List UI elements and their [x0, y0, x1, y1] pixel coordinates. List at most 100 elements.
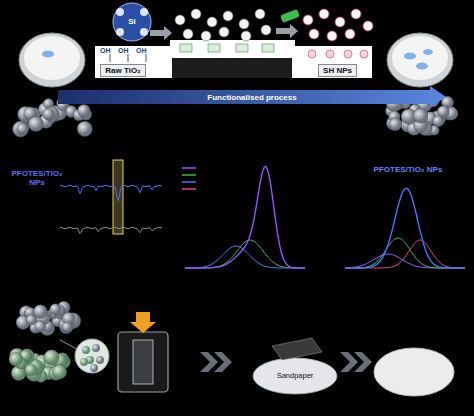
nanoparticle — [43, 108, 55, 120]
r-group — [207, 17, 217, 27]
node-text: SH NPs — [323, 66, 352, 75]
arrow-body — [58, 86, 446, 108]
xps-peak — [345, 240, 465, 268]
ftir-spectrum — [60, 227, 162, 233]
step-arrow — [150, 26, 172, 40]
press-body — [118, 332, 168, 392]
powder — [24, 36, 80, 80]
r-group — [140, 28, 148, 36]
process-arrow: Functionalised process — [58, 86, 446, 108]
blue-powder — [404, 52, 416, 59]
bond — [110, 54, 111, 62]
press-die — [133, 340, 153, 384]
r-group — [255, 9, 265, 19]
si-group — [308, 50, 316, 58]
si-group — [360, 50, 368, 58]
nanoparticle — [77, 121, 92, 136]
nanoparticle — [44, 350, 59, 365]
nanoparticle — [17, 123, 28, 134]
press-arrow — [130, 312, 156, 333]
sandpaper-sheet — [272, 338, 322, 360]
chevron — [200, 352, 218, 372]
nanoparticle — [433, 116, 444, 127]
silicon-label: Si — [128, 18, 136, 27]
r-group — [223, 11, 233, 21]
highlight-band — [113, 160, 123, 234]
node-text: Raw TiO₂ — [105, 66, 140, 75]
chevron — [214, 352, 232, 372]
sample-label: PFOTES/TiO₂ NPs — [8, 170, 66, 188]
legend-line — [182, 167, 196, 169]
chevron — [340, 352, 358, 372]
magnifier — [75, 339, 109, 373]
legend-line — [182, 174, 196, 176]
nanoparticle — [78, 104, 91, 117]
r-group — [363, 21, 373, 31]
r-group — [351, 9, 361, 19]
nanoparticle — [26, 315, 36, 325]
chevron — [354, 352, 372, 372]
si-group — [326, 50, 334, 58]
r-group — [345, 29, 355, 39]
nanoparticle — [9, 352, 23, 366]
nanoparticle — [80, 358, 88, 366]
r-group — [183, 29, 193, 39]
petri-dish — [387, 33, 453, 87]
nanoparticle — [62, 322, 72, 332]
nanoparticle — [82, 346, 90, 354]
petri-dish — [19, 33, 85, 87]
r-group — [219, 27, 229, 37]
step-arrow — [276, 24, 298, 38]
hydroxyl-label: OH — [118, 47, 129, 55]
bond — [146, 54, 147, 62]
r-group — [261, 25, 271, 35]
r-group — [116, 28, 124, 36]
r-group — [327, 31, 337, 41]
sandpaper-label: Sandpaper — [274, 369, 317, 382]
nanoparticle-cluster — [9, 348, 70, 382]
dish-rim — [19, 33, 85, 87]
r-group — [140, 8, 148, 16]
r-group — [309, 29, 319, 39]
or-link — [208, 44, 220, 52]
nanoparticle — [35, 321, 46, 332]
ftir-spectrum — [60, 185, 162, 200]
nanoparticle — [50, 304, 61, 315]
r-group — [241, 31, 251, 41]
sample-label: PFOTES/TiO₂ NPs — [373, 166, 443, 175]
r-group — [319, 9, 329, 19]
final-disc — [374, 348, 454, 396]
r-group — [201, 31, 211, 41]
nanoparticle — [389, 118, 402, 131]
nanoparticle — [28, 116, 43, 131]
xps-peak — [345, 238, 465, 268]
or-link — [236, 44, 248, 52]
legend-line — [182, 181, 196, 183]
blue-powder — [423, 49, 433, 55]
surface-band — [95, 40, 372, 78]
or-link — [262, 44, 274, 52]
hydroxyl-label: OH — [136, 47, 147, 55]
nanoparticle — [90, 364, 98, 372]
sample-disc — [253, 358, 337, 394]
xps-peak — [185, 166, 305, 268]
blue-powder — [416, 62, 428, 69]
nanoparticle — [96, 356, 104, 364]
node-text: Functionalised process — [207, 93, 296, 102]
r-group — [303, 15, 313, 25]
r-group — [191, 9, 201, 19]
xps-peak — [345, 188, 465, 268]
nanoparticle — [413, 108, 428, 123]
dish-rim — [387, 33, 453, 87]
r-group — [175, 15, 185, 25]
nanoparticle — [25, 364, 37, 376]
nanoparticle-cluster — [16, 301, 81, 335]
powder — [392, 36, 448, 80]
bond — [128, 54, 129, 62]
si-group — [344, 50, 352, 58]
node-text: Sandpaper — [277, 371, 314, 380]
legend-line — [182, 188, 196, 190]
label-box: Raw TiO₂ — [100, 64, 146, 77]
